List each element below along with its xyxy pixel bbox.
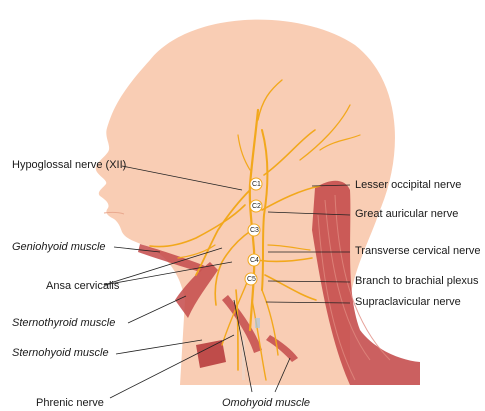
label-supraclavicular-nerve: Supraclavicular nerve [355,296,461,309]
label-geniohyoid-muscle: Geniohyoid muscle [12,241,106,254]
vertebra-label-c5: C5 [247,276,256,283]
label-phrenic-nerve: Phrenic nerve [36,397,104,410]
label-branch-to-brachial-plexus: Branch to brachial plexus [355,275,479,288]
label-omohyoid-muscle: Omohyoid muscle [222,397,310,410]
vertebra-label-c4: C4 [250,257,259,264]
trachea-hint-2 [242,340,245,380]
label-hypoglossal-nerve: Hypoglossal nerve (XII) [12,159,126,172]
label-transverse-cervical-nerve: Transverse cervical nerve [355,245,481,258]
label-great-auricular-nerve: Great auricular nerve [355,208,458,221]
label-sternothyroid-muscle: Sternothyroid muscle [12,317,115,330]
leader-sternothyroid [128,296,186,323]
label-ansa-cervicalis: Ansa cervicalis [46,280,119,293]
vertebra-label-c1: C1 [252,181,261,188]
vertebra-label-c3: C3 [250,227,259,234]
trachea-hint [255,318,260,328]
label-sternohyoid-muscle: Sternohyoid muscle [12,347,109,360]
vertebra-label-c2: C2 [252,203,261,210]
label-lesser-occipital-nerve: Lesser occipital nerve [355,179,461,192]
